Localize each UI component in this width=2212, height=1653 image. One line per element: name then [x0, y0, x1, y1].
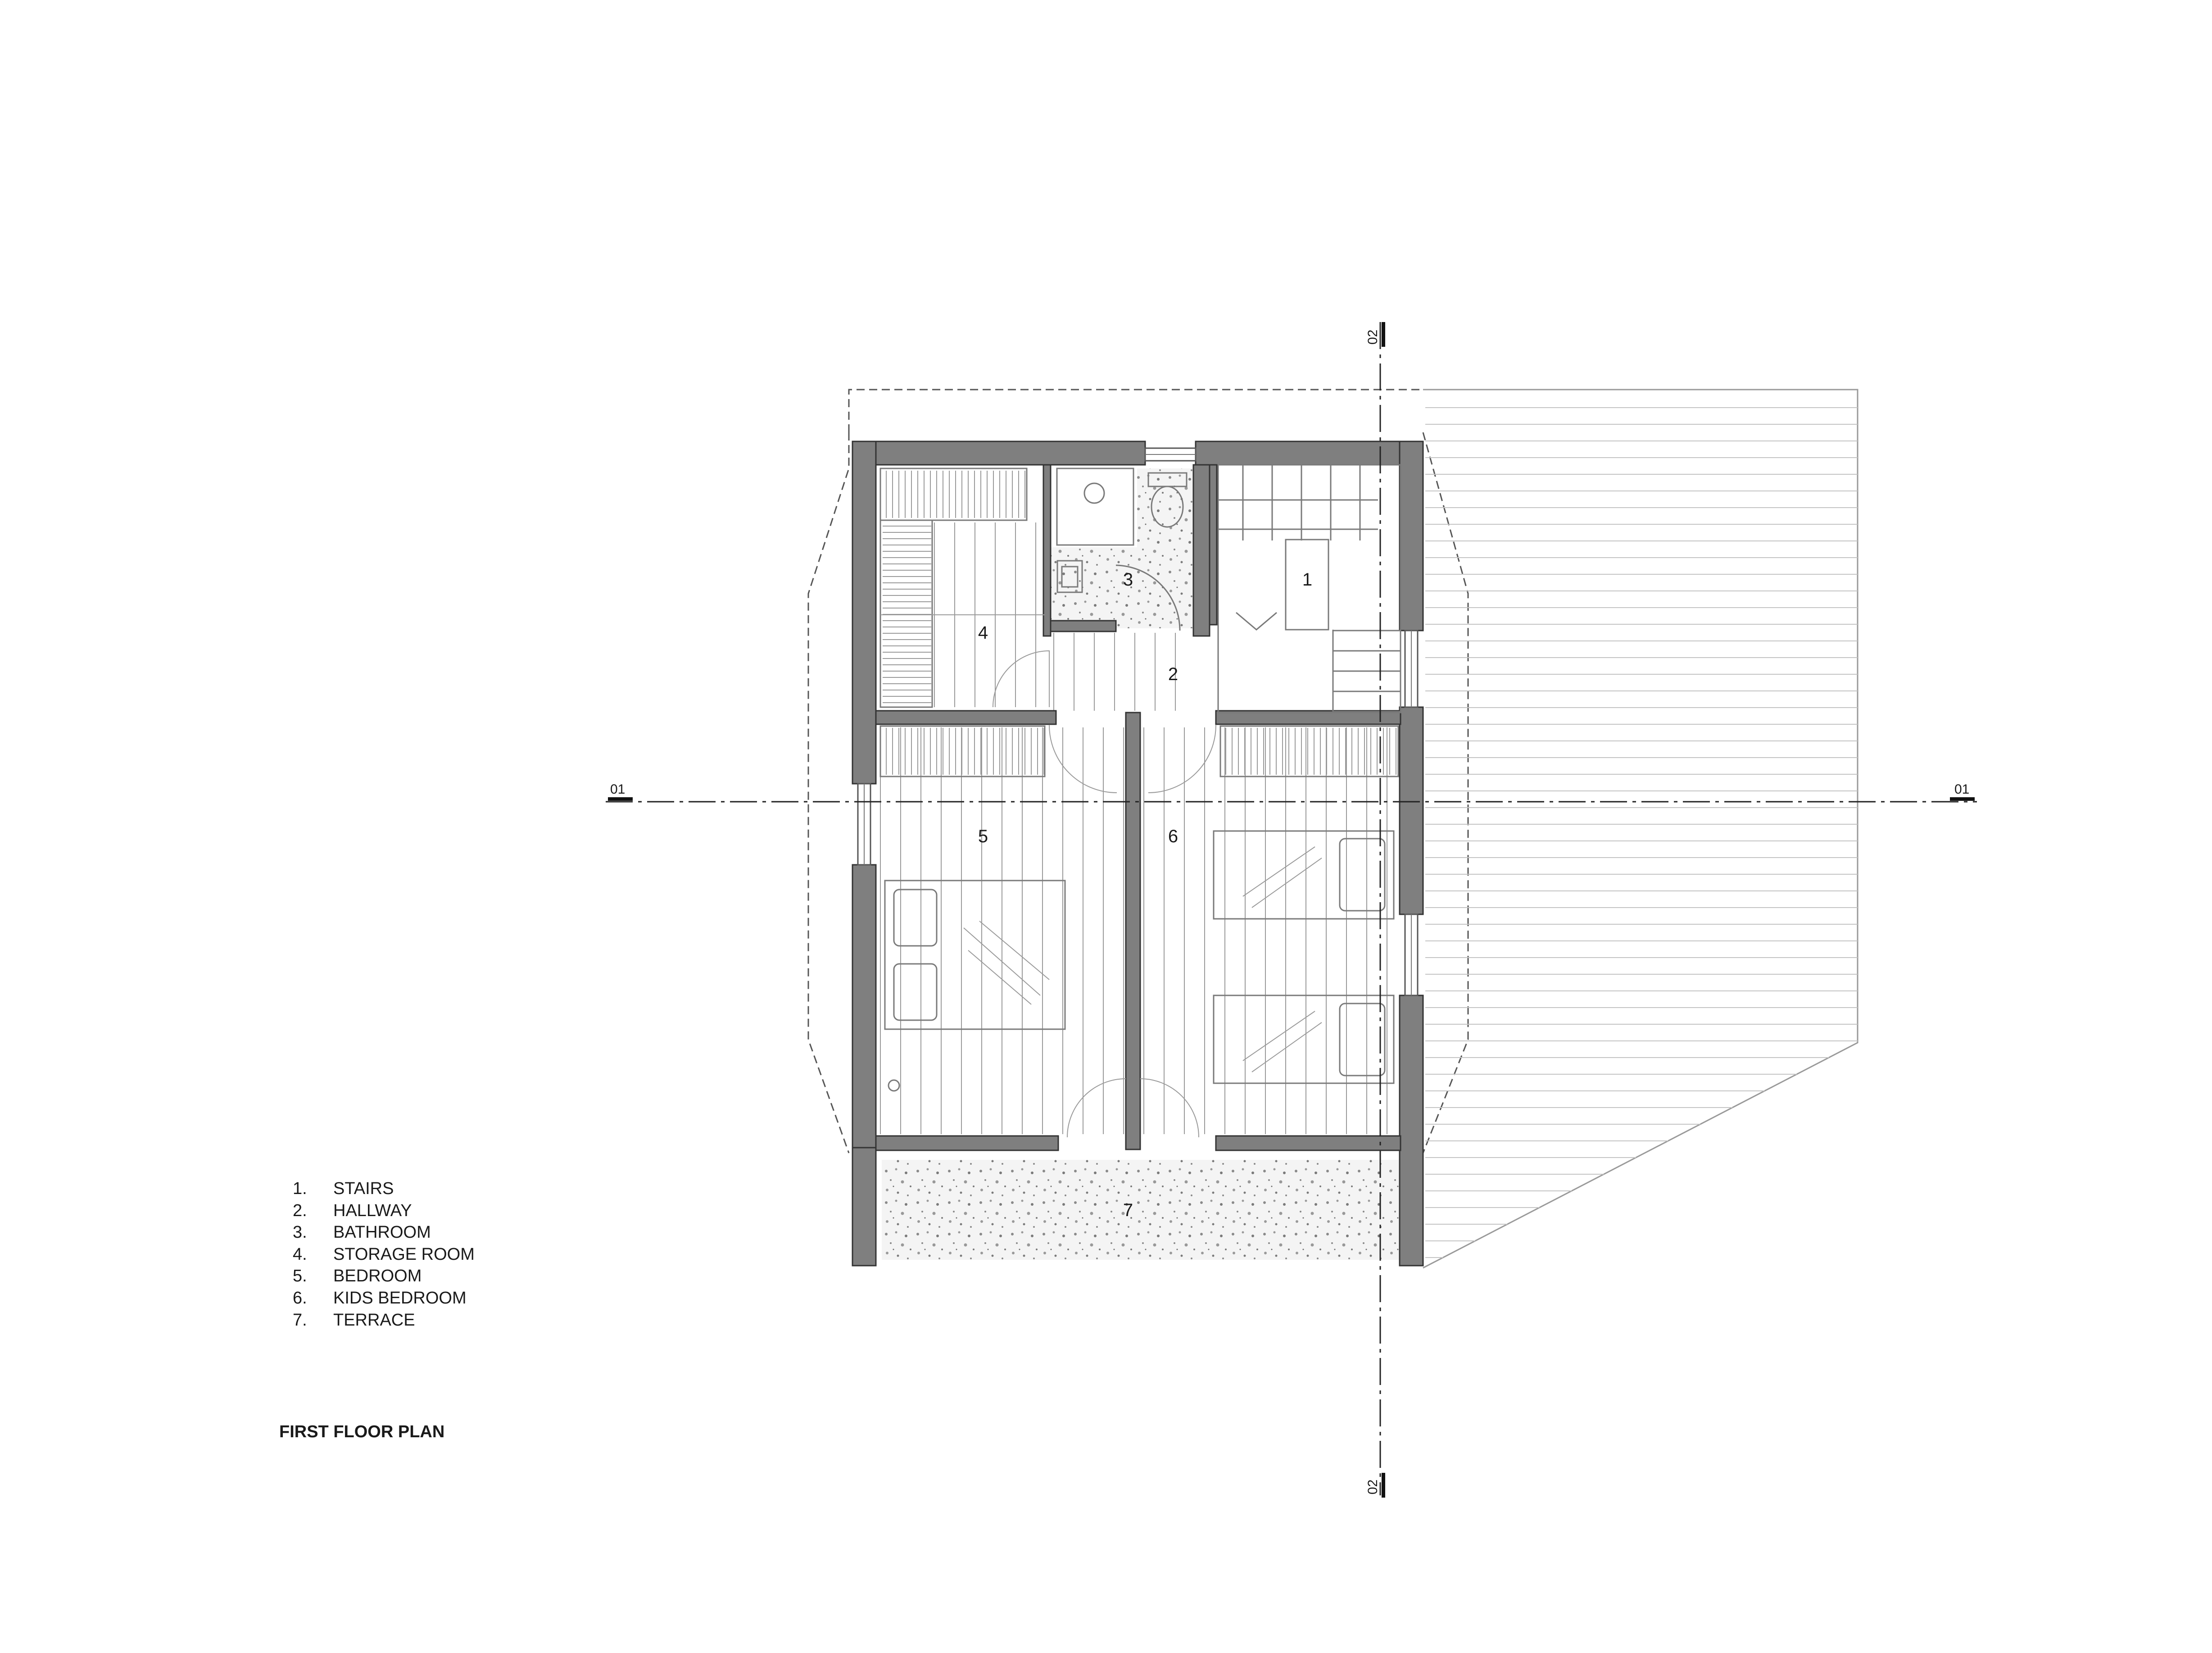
room-number-bathroom: 3: [1123, 570, 1133, 590]
section-mark-01-left: 01: [610, 782, 625, 797]
legend-number: 7.: [293, 1310, 307, 1330]
roof-outline: [807, 389, 1469, 1153]
section-mark-02-top: 02: [1365, 330, 1380, 345]
legend-number: 5.: [293, 1267, 307, 1286]
beds: [884, 830, 1395, 1092]
partition-center: [1125, 712, 1141, 1150]
section-axes: 01 01 02 02: [606, 322, 1977, 1498]
outer-wall-right-mid: [1399, 706, 1424, 915]
terrace-wall-left: [875, 1135, 1059, 1151]
legend-item: 3. BATHROOM: [293, 1222, 475, 1244]
legend-item: 6. KIDS BEDROOM: [293, 1287, 475, 1309]
windows: [857, 447, 1419, 996]
stair-wall-left: [1209, 464, 1218, 626]
legend-label: KIDS BEDROOM: [333, 1288, 467, 1308]
outer-wall-right-lower: [1399, 995, 1424, 1267]
room-number-bedroom: 5: [978, 826, 988, 846]
legend-item: 2. HALLWAY: [293, 1200, 475, 1222]
wardrobes: [879, 725, 1399, 777]
outer-wall-left-upper: [852, 440, 877, 785]
legend-item: 5. BEDROOM: [293, 1265, 475, 1287]
legend-label: BATHROOM: [333, 1223, 431, 1242]
door-swings: [993, 650, 1216, 1138]
partition-left-mid: [875, 710, 1057, 725]
legend-number: 6.: [293, 1288, 307, 1308]
bathroom-wall-left: [1043, 464, 1052, 637]
outer-wall-top-right: [1195, 440, 1424, 466]
legend-label: STORAGE ROOM: [333, 1244, 475, 1264]
room-number-terrace: 7: [1123, 1200, 1133, 1220]
room-number-stairs: 1: [1302, 570, 1312, 590]
bathroom-wall-bottom: [1050, 620, 1117, 632]
section-mark-02-bottom: 02: [1365, 1480, 1380, 1494]
room-number-kids-bedroom: 6: [1168, 826, 1178, 846]
legend-label: STAIRS: [333, 1179, 394, 1198]
bathroom-floor-upper: [1137, 468, 1193, 549]
adjacent-roof-hatch: [1423, 389, 1858, 1269]
legend-label: HALLWAY: [333, 1201, 412, 1220]
legend-number: 2.: [293, 1201, 307, 1220]
legend-item: 1. STAIRS: [293, 1178, 475, 1200]
floor-boards: [880, 522, 1387, 1134]
room-number-storage: 4: [978, 623, 988, 643]
plan-title: FIRST FLOOR PLAN: [279, 1422, 445, 1441]
terrace-wall-right: [1215, 1135, 1401, 1151]
legend-number: 4.: [293, 1244, 307, 1264]
bathroom-wall-right: [1192, 464, 1210, 637]
bathroom-fixtures: [1056, 468, 1188, 631]
walls: [852, 440, 1424, 1267]
bathroom-floor: [1049, 547, 1193, 628]
room-number-hallway: 2: [1168, 664, 1178, 684]
terrace-floor: [882, 1160, 1403, 1260]
room-numbers: 1 2 3 4 5 6 7: [978, 570, 1312, 1220]
stairs: [1217, 464, 1401, 713]
outer-wall-top-left: [852, 440, 1146, 466]
storage-shelving: [879, 468, 1045, 708]
legend-number: 3.: [293, 1223, 307, 1242]
outer-wall-left-terrace: [852, 1147, 877, 1267]
legend-item: 4. STORAGE ROOM: [293, 1244, 475, 1266]
outer-wall-right-upper: [1399, 440, 1424, 631]
legend-item: 7. TERRACE: [293, 1309, 475, 1331]
legend-label: TERRACE: [333, 1310, 415, 1330]
legend-label: BEDROOM: [333, 1267, 422, 1286]
legend-number: 1.: [293, 1179, 307, 1198]
section-mark-01-right: 01: [1954, 782, 1969, 797]
room-legend: 1. STAIRS 2. HALLWAY 3. BATHROOM 4. STORAGE …: [293, 1178, 475, 1331]
outer-wall-left-lower: [852, 864, 877, 1161]
